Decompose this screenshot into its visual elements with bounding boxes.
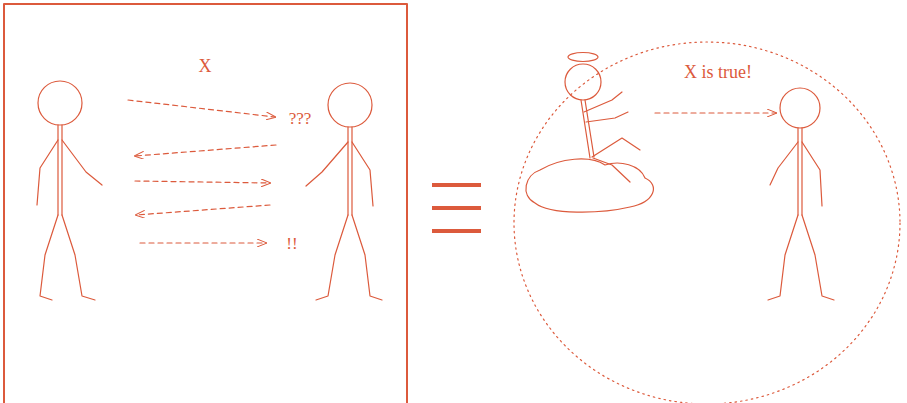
frame-box [4, 4, 407, 403]
cloud [526, 159, 653, 212]
annotation: X [199, 57, 212, 75]
dashed-arrow [140, 242, 266, 243]
dialogue-arrows [128, 100, 276, 243]
dashed-arrow [135, 145, 276, 156]
equivalence-sign [432, 185, 481, 231]
dotted-circle [514, 42, 900, 403]
halo [568, 53, 598, 62]
annotation: ??? [289, 110, 312, 127]
dashed-arrow [655, 112, 776, 113]
dashed-arrow [135, 181, 270, 183]
annotation: X is true! [684, 63, 752, 81]
annotation: !! [286, 235, 297, 252]
stick-figure [37, 81, 102, 300]
stick-figure [306, 83, 382, 300]
dashed-arrow [128, 100, 275, 117]
stick-figure [768, 88, 834, 300]
angel-figure [565, 53, 640, 183]
dashed-arrow [136, 205, 270, 215]
